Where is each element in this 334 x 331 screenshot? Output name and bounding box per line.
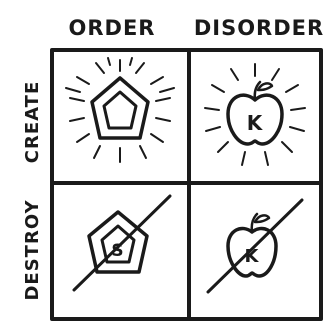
row-header-create: CREATE (22, 81, 43, 163)
column-header-disorder: DISORDER (194, 16, 324, 40)
strike-line (208, 200, 302, 292)
grid (52, 50, 321, 319)
pentagon-icon (92, 78, 148, 138)
cell-destroy-order: S (74, 196, 170, 290)
apple-icon: K (228, 82, 282, 144)
crossed-pentagon-icon: S (89, 212, 147, 272)
strike-line (74, 196, 170, 290)
column-header-order: ORDER (69, 16, 156, 40)
row-header-destroy: DESTROY (22, 199, 43, 300)
cell-create-disorder: K (205, 64, 305, 165)
apple-letter: K (247, 111, 264, 135)
radiating-lines (66, 58, 174, 162)
cell-create-order (66, 58, 174, 162)
cell-destroy-disorder: K (208, 200, 302, 292)
